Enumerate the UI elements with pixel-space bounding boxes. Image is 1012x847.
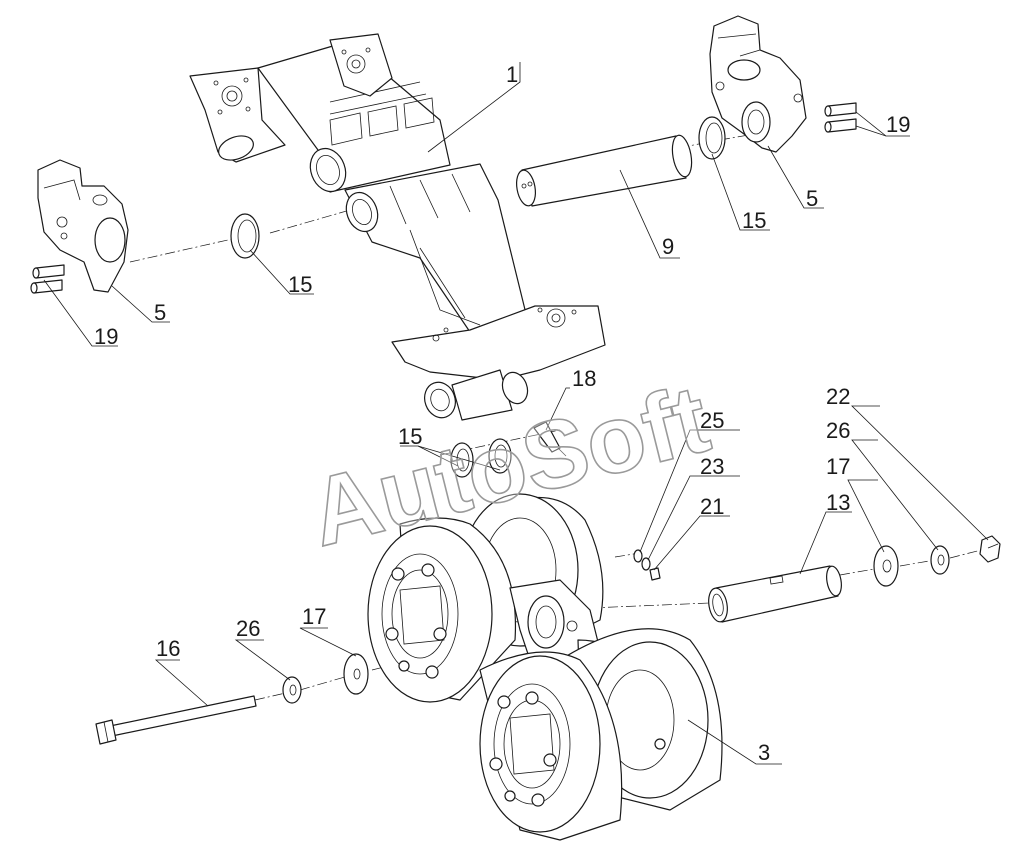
callout-3: 3 bbox=[758, 740, 770, 765]
nut-part-22 bbox=[979, 535, 1001, 563]
washer-left-part-26 bbox=[282, 676, 302, 704]
washer-right-part-17 bbox=[873, 545, 899, 587]
washers-lower-part-15 bbox=[450, 438, 512, 478]
callout-19-left: 19 bbox=[94, 324, 118, 349]
bolt-part-16 bbox=[95, 695, 257, 745]
bolts-right-part-19 bbox=[824, 102, 857, 133]
callout-18: 18 bbox=[572, 366, 596, 391]
callout-19-right: 19 bbox=[886, 112, 910, 137]
washer-right-part-15 bbox=[698, 116, 726, 160]
callout-15-right: 15 bbox=[742, 208, 766, 233]
callout-15-left: 15 bbox=[288, 272, 312, 297]
callout-16: 16 bbox=[156, 636, 180, 661]
callout-5-left: 5 bbox=[154, 300, 166, 325]
callout-21: 21 bbox=[700, 494, 724, 519]
bolts-left-part-19 bbox=[30, 264, 65, 294]
callout-22: 22 bbox=[826, 384, 850, 409]
callout-9: 9 bbox=[662, 234, 674, 259]
callout-13: 13 bbox=[826, 490, 850, 515]
callout-labels: 1 5 19 15 9 15 5 19 15 18 25 23 21 13 17… bbox=[94, 62, 910, 765]
washer-left-part-15 bbox=[230, 213, 260, 259]
bracket-right-part-5 bbox=[709, 15, 807, 153]
pin-part-18 bbox=[533, 421, 567, 457]
callout-23: 23 bbox=[700, 454, 724, 479]
callout-26-right: 26 bbox=[826, 418, 850, 443]
small-parts-25-23-21 bbox=[633, 549, 661, 581]
callout-5-right: 5 bbox=[806, 186, 818, 211]
callout-15-lower: 15 bbox=[398, 424, 422, 449]
callout-17-right: 17 bbox=[826, 454, 850, 479]
shaft-part-9 bbox=[516, 134, 693, 207]
washer-right-part-26 bbox=[930, 545, 950, 575]
leader-lines bbox=[43, 62, 989, 765]
roller-assembly-part-3 bbox=[367, 493, 723, 841]
frame-part-1 bbox=[189, 33, 606, 421]
bracket-left-part-5 bbox=[37, 159, 129, 293]
callout-17-left: 17 bbox=[302, 604, 326, 629]
callout-26-left: 26 bbox=[236, 616, 260, 641]
washer-left-part-17 bbox=[343, 653, 369, 695]
callout-1: 1 bbox=[506, 62, 518, 87]
callout-25: 25 bbox=[700, 408, 724, 433]
axle-part-13 bbox=[708, 565, 842, 623]
